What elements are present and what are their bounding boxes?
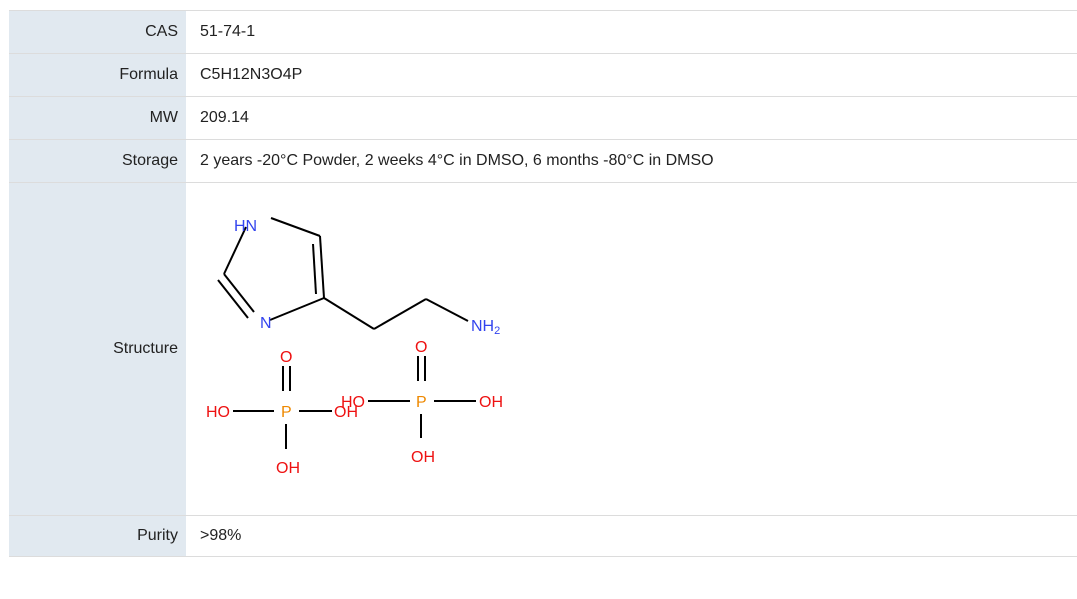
table-row: Structure	[9, 182, 1077, 516]
purity-value: >98%	[186, 515, 1077, 557]
formula-value: C5H12N3O4P	[186, 53, 1077, 97]
structure-cell: HN N NH2 O HO P OH OH O HO P OH OH	[186, 182, 1077, 516]
atom-o1: O	[280, 349, 292, 366]
cas-label: CAS	[9, 10, 186, 54]
mw-label: MW	[9, 96, 186, 140]
atom-ho2: HO	[341, 394, 365, 411]
atom-nh2: NH2	[471, 318, 500, 337]
mw-value: 209.14	[186, 96, 1077, 140]
table-row: Purity >98%	[9, 515, 1077, 557]
bond-lines	[217, 217, 476, 449]
purity-label: Purity	[9, 515, 186, 557]
table-row: MW 209.14	[9, 96, 1077, 140]
table-row: Formula C5H12N3O4P	[9, 53, 1077, 97]
table-row: CAS 51-74-1	[9, 10, 1077, 54]
product-info-table: CAS 51-74-1 Formula C5H12N3O4P MW 209.14…	[9, 10, 1077, 557]
atom-ho1: HO	[206, 404, 230, 421]
atom-oh2b: OH	[411, 449, 435, 466]
atom-o2: O	[415, 339, 427, 356]
atom-oh1b: OH	[276, 460, 300, 477]
cas-value: 51-74-1	[186, 10, 1077, 54]
atom-n: N	[260, 315, 272, 332]
atom-p1: P	[281, 404, 292, 421]
storage-value: 2 years -20°C Powder, 2 weeks 4°C in DMS…	[186, 139, 1077, 183]
atom-oh1: OH	[334, 404, 358, 421]
table-row: Storage 2 years -20°C Powder, 2 weeks 4°…	[9, 139, 1077, 183]
atom-p2: P	[416, 394, 427, 411]
structure-image: HN N NH2 O HO P OH OH O HO P OH OH	[206, 217, 503, 477]
formula-label: Formula	[9, 53, 186, 97]
storage-label: Storage	[9, 139, 186, 183]
structure-label: Structure	[9, 182, 186, 516]
atom-hn: HN	[234, 218, 257, 235]
atom-oh2: OH	[479, 394, 503, 411]
